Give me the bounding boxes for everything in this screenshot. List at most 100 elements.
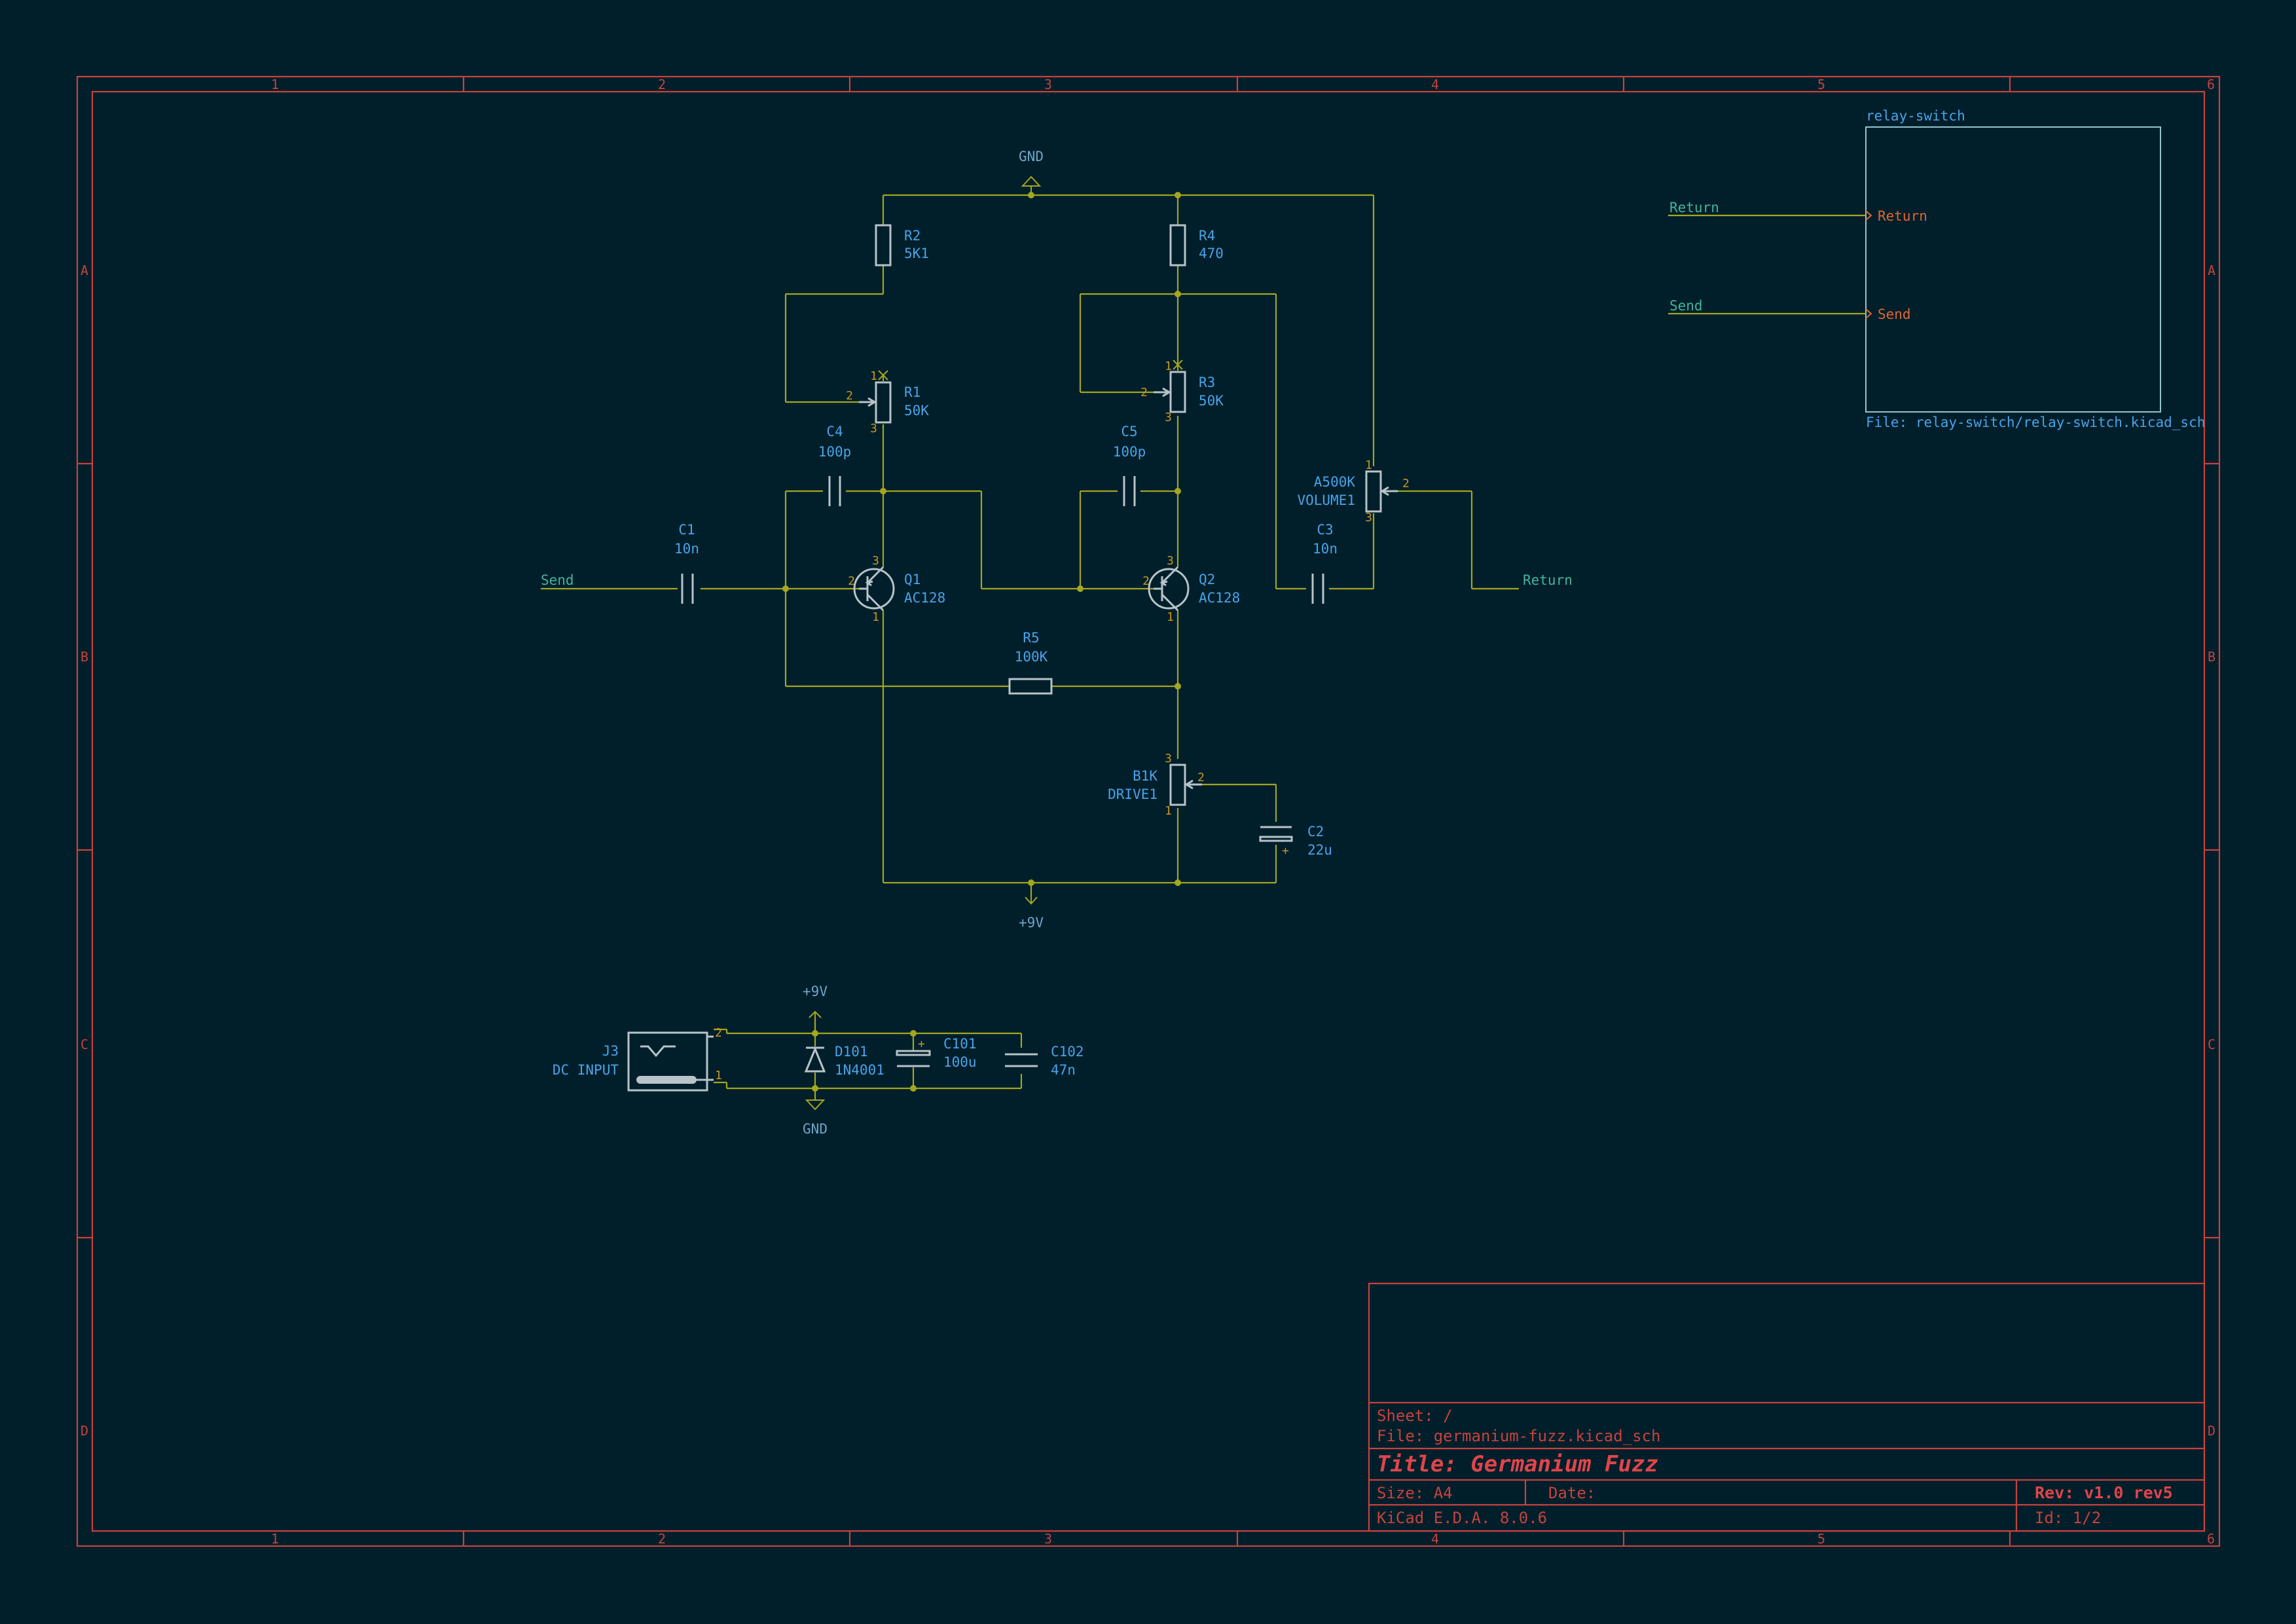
sheet-pin-return: Return bbox=[1878, 208, 1927, 224]
c101-value: 100u bbox=[943, 1054, 977, 1070]
sheet-pin-return-flag bbox=[1865, 210, 1872, 221]
row-d-left: D bbox=[81, 1423, 88, 1439]
r1-value: 50K bbox=[904, 403, 929, 418]
q1-pin-1: 1 bbox=[872, 610, 879, 624]
q2-pin-2: 2 bbox=[1142, 574, 1150, 588]
drive1-pin-2: 2 bbox=[1197, 771, 1205, 784]
c5-ref: C5 bbox=[1121, 424, 1137, 439]
title-block-date: Date: bbox=[1548, 1484, 1595, 1502]
row-a-left: A bbox=[81, 263, 88, 278]
capacitor-c101-electrolytic[interactable]: + C101 100u bbox=[896, 1036, 977, 1070]
r2-ref: R2 bbox=[904, 228, 920, 244]
q2-value: AC128 bbox=[1199, 590, 1240, 606]
net-label-sheet-send: Send bbox=[1669, 298, 1703, 314]
title-block-title: Title: Germanium Fuzz bbox=[1377, 1451, 1658, 1477]
net-label-return-output: Return bbox=[1523, 572, 1573, 588]
diode-d101[interactable]: D101 1N4001 bbox=[804, 1044, 884, 1078]
drive1-value: B1K bbox=[1133, 768, 1157, 784]
col-5-top: 5 bbox=[1817, 77, 1825, 92]
title-block-file: File: germanium-fuzz.kicad_sch bbox=[1377, 1427, 1660, 1445]
col-4-bottom: 4 bbox=[1431, 1531, 1439, 1547]
r5-ref: R5 bbox=[1023, 630, 1039, 646]
r3-ref: R3 bbox=[1199, 375, 1215, 390]
col-5-bottom: 5 bbox=[1817, 1531, 1825, 1547]
capacitor-c3[interactable]: C3 10n bbox=[1311, 522, 1338, 604]
q2-pin-3: 3 bbox=[1167, 554, 1174, 568]
drawing-frame: 1 2 3 4 5 6 1 2 3 4 5 6 A B C D A B C D bbox=[76, 75, 2221, 1547]
row-b-left: B bbox=[81, 649, 88, 665]
title-block: Sheet: / File: germanium-fuzz.kicad_sch … bbox=[1368, 1282, 2206, 1532]
volume1-ref: VOLUME1 bbox=[1297, 492, 1355, 508]
row-a-right: A bbox=[2208, 263, 2215, 278]
capacitor-c5[interactable]: C5 100p bbox=[1113, 424, 1146, 506]
volume1-pin-2: 2 bbox=[1402, 477, 1410, 490]
c2-value: 22u bbox=[1307, 842, 1332, 858]
sheet-pin-send: Send bbox=[1878, 306, 1911, 322]
row-c-right: C bbox=[2208, 1037, 2215, 1052]
pot-volume1[interactable]: 1 2 3 A500K VOLUME1 bbox=[1297, 458, 1409, 525]
title-block-sheet: Sheet: / bbox=[1377, 1407, 1453, 1425]
c101-plus: + bbox=[918, 1037, 925, 1051]
r4-ref: R4 bbox=[1199, 228, 1215, 244]
power-gnd-dc: GND bbox=[803, 1099, 828, 1137]
connector-j3-dc-input[interactable]: 2 1 J3 DC INPUT bbox=[553, 1026, 722, 1092]
transistor-q2[interactable]: 2 3 1 Q2 AC128 bbox=[1142, 554, 1240, 624]
hier-sheet-relay-switch[interactable]: relay-switch File: relay-switch/relay-sw… bbox=[1865, 108, 2205, 430]
net-label-sheet-return: Return bbox=[1669, 200, 1719, 215]
transistor-q1[interactable]: 2 3 1 Q1 AC128 bbox=[848, 554, 945, 624]
q1-pin-2: 2 bbox=[848, 574, 855, 588]
c2-plus: + bbox=[1282, 844, 1289, 858]
volume1-pin-3: 3 bbox=[1365, 511, 1372, 525]
drive1-pin-1: 1 bbox=[1165, 804, 1172, 818]
volume1-pin-1: 1 bbox=[1365, 458, 1372, 472]
r2-value: 5K1 bbox=[904, 246, 929, 261]
trimmer-r1[interactable]: 2 1 3 R1 50K bbox=[846, 369, 929, 435]
main-wires bbox=[541, 194, 1519, 896]
capacitor-c1[interactable]: C1 10n bbox=[674, 522, 699, 604]
r1-ref: R1 bbox=[904, 384, 920, 400]
j3-value: DC INPUT bbox=[553, 1062, 619, 1078]
r3-pin-3: 3 bbox=[1165, 411, 1172, 424]
c3-value: 10n bbox=[1313, 541, 1338, 557]
j3-pin-1: 1 bbox=[715, 1069, 722, 1082]
r5-value: 100K bbox=[1015, 649, 1048, 665]
capacitor-c4[interactable]: C4 100p bbox=[818, 424, 852, 506]
c2-ref: C2 bbox=[1307, 824, 1324, 840]
drive1-pin-3: 3 bbox=[1165, 752, 1172, 766]
col-4-top: 4 bbox=[1431, 77, 1439, 92]
q1-ref: Q1 bbox=[904, 572, 920, 587]
pot-drive1[interactable]: 3 2 1 B1K DRIVE1 bbox=[1108, 752, 1205, 818]
col-6-bottom: 6 bbox=[2207, 1531, 2215, 1547]
drive1-ref: DRIVE1 bbox=[1108, 786, 1157, 802]
row-c-left: C bbox=[81, 1037, 88, 1052]
trimmer-r3[interactable]: 2 1 3 R3 50K bbox=[1140, 360, 1224, 424]
j3-pin-2: 2 bbox=[715, 1026, 722, 1040]
resistor-r4[interactable]: R4 470 bbox=[1169, 224, 1224, 267]
c102-ref: C102 bbox=[1051, 1044, 1084, 1060]
r1-pin-3: 3 bbox=[870, 422, 877, 435]
c5-value: 100p bbox=[1113, 444, 1146, 460]
power-9v-bottom-label: +9V bbox=[1019, 915, 1044, 931]
title-block-tool: KiCad E.D.A. 8.0.6 bbox=[1377, 1509, 1547, 1527]
capacitor-c102[interactable]: C102 47n bbox=[1005, 1044, 1084, 1078]
c4-ref: C4 bbox=[826, 424, 843, 439]
resistor-r2[interactable]: R2 5K1 bbox=[875, 224, 929, 267]
r3-value: 50K bbox=[1199, 393, 1224, 409]
net-label-send-input: Send bbox=[541, 572, 574, 588]
power-9v-dc-label: +9V bbox=[803, 984, 828, 999]
col-2-top: 2 bbox=[658, 77, 666, 92]
c101-ref: C101 bbox=[943, 1036, 977, 1052]
power-gnd-top-label: GND bbox=[1019, 149, 1044, 164]
title-block-id: Id: 1/2 bbox=[2035, 1509, 2101, 1527]
r3-pin-1: 1 bbox=[1165, 360, 1172, 373]
row-d-right: D bbox=[2208, 1423, 2215, 1439]
dc-junctions bbox=[812, 1030, 917, 1092]
capacitor-c2-electrolytic[interactable]: + C2 22u bbox=[1259, 824, 1332, 858]
q2-ref: Q2 bbox=[1199, 572, 1215, 587]
col-2-bottom: 2 bbox=[658, 1531, 666, 1547]
resistor-r5[interactable]: R5 100K bbox=[1008, 630, 1053, 695]
c1-value: 10n bbox=[674, 541, 699, 557]
r1-pin-2: 2 bbox=[846, 389, 853, 403]
r1-pin-1: 1 bbox=[870, 369, 877, 383]
